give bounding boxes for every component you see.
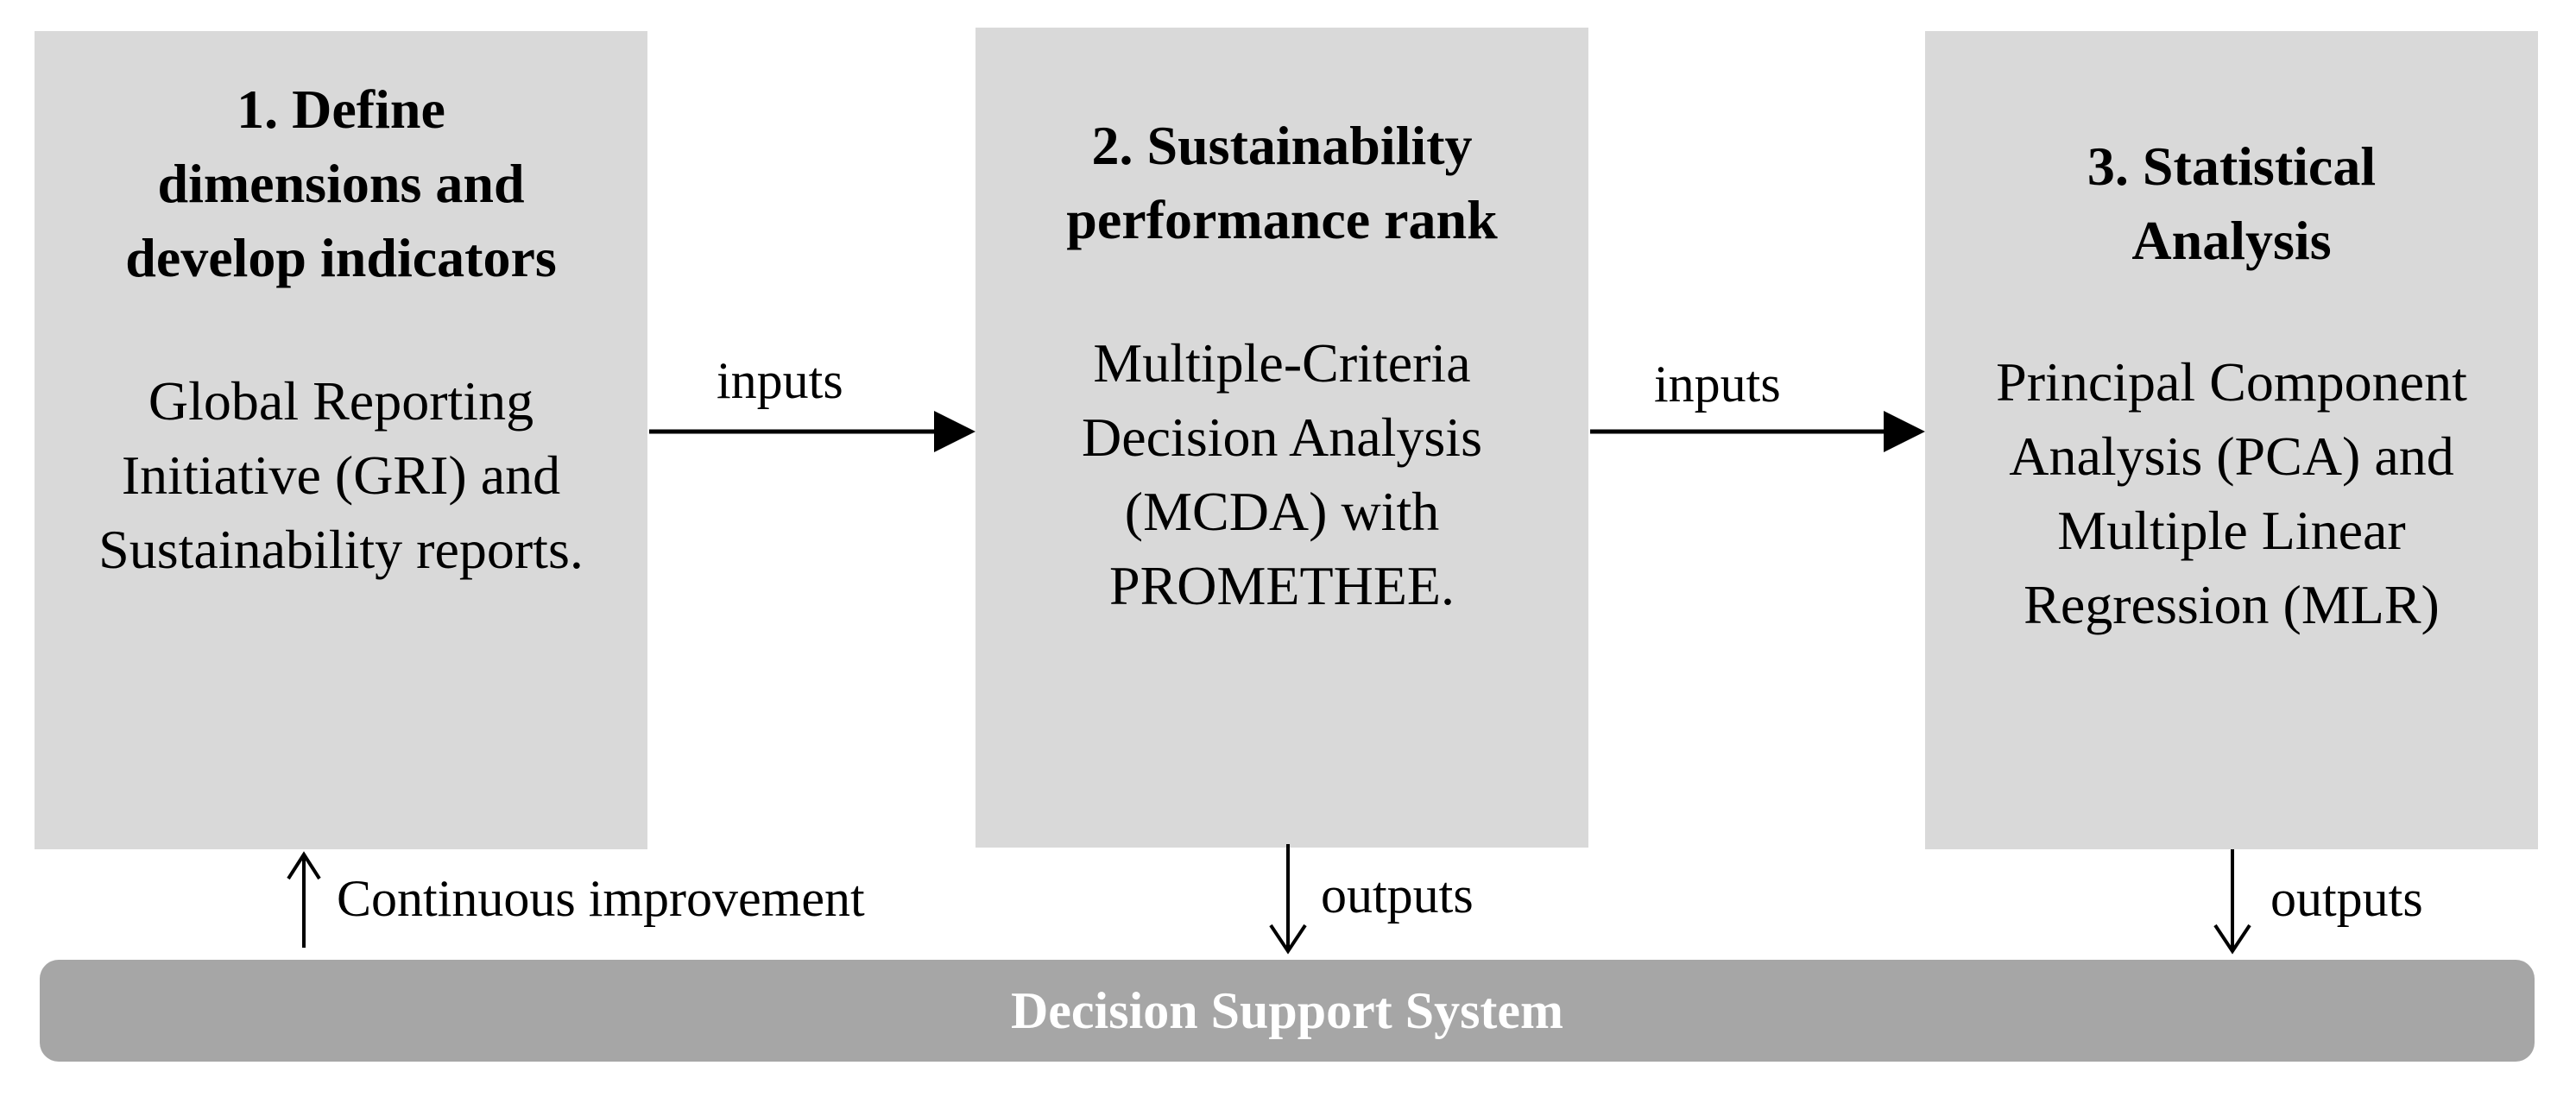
outputs-down-arrow-2 (1269, 844, 1307, 955)
step-1-body: Global Reporting Initiative (GRI) and Su… (98, 370, 584, 580)
step-1-box: 1. Define dimensions and develop indicat… (35, 31, 647, 849)
step-2-box: 2. Sustainability performance rank Multi… (975, 28, 1588, 848)
inputs-label-2: inputs (1654, 356, 1781, 413)
decision-support-system-label: Decision Support System (1010, 981, 1564, 1039)
step-2-title: 2. Sustainability performance rank (1066, 115, 1498, 250)
outputs-down-arrow-3 (2213, 849, 2251, 955)
step-3-title: 3. Statistical Analysis (2087, 136, 2377, 271)
inputs-arrow-2 (1590, 411, 1925, 452)
decision-support-system-bar: Decision Support System (40, 960, 2535, 1062)
inputs-label-1: inputs (717, 352, 843, 409)
continuous-improvement-label: Continuous improvement (337, 870, 865, 927)
step-2-body: Multiple-Criteria Decision Analysis (MCD… (1082, 332, 1482, 616)
outputs-label-3: outputs (2270, 870, 2423, 927)
continuous-improvement-up-arrow (287, 851, 321, 948)
step-3-body: Principal Component Analysis (PCA) and M… (1996, 351, 2467, 635)
step-1-title: 1. Define dimensions and develop indicat… (125, 79, 557, 288)
outputs-label-2: outputs (1321, 867, 1474, 924)
step-3-box: 3. Statistical Analysis Principal Compon… (1925, 31, 2538, 849)
inputs-arrow-1 (649, 411, 975, 452)
